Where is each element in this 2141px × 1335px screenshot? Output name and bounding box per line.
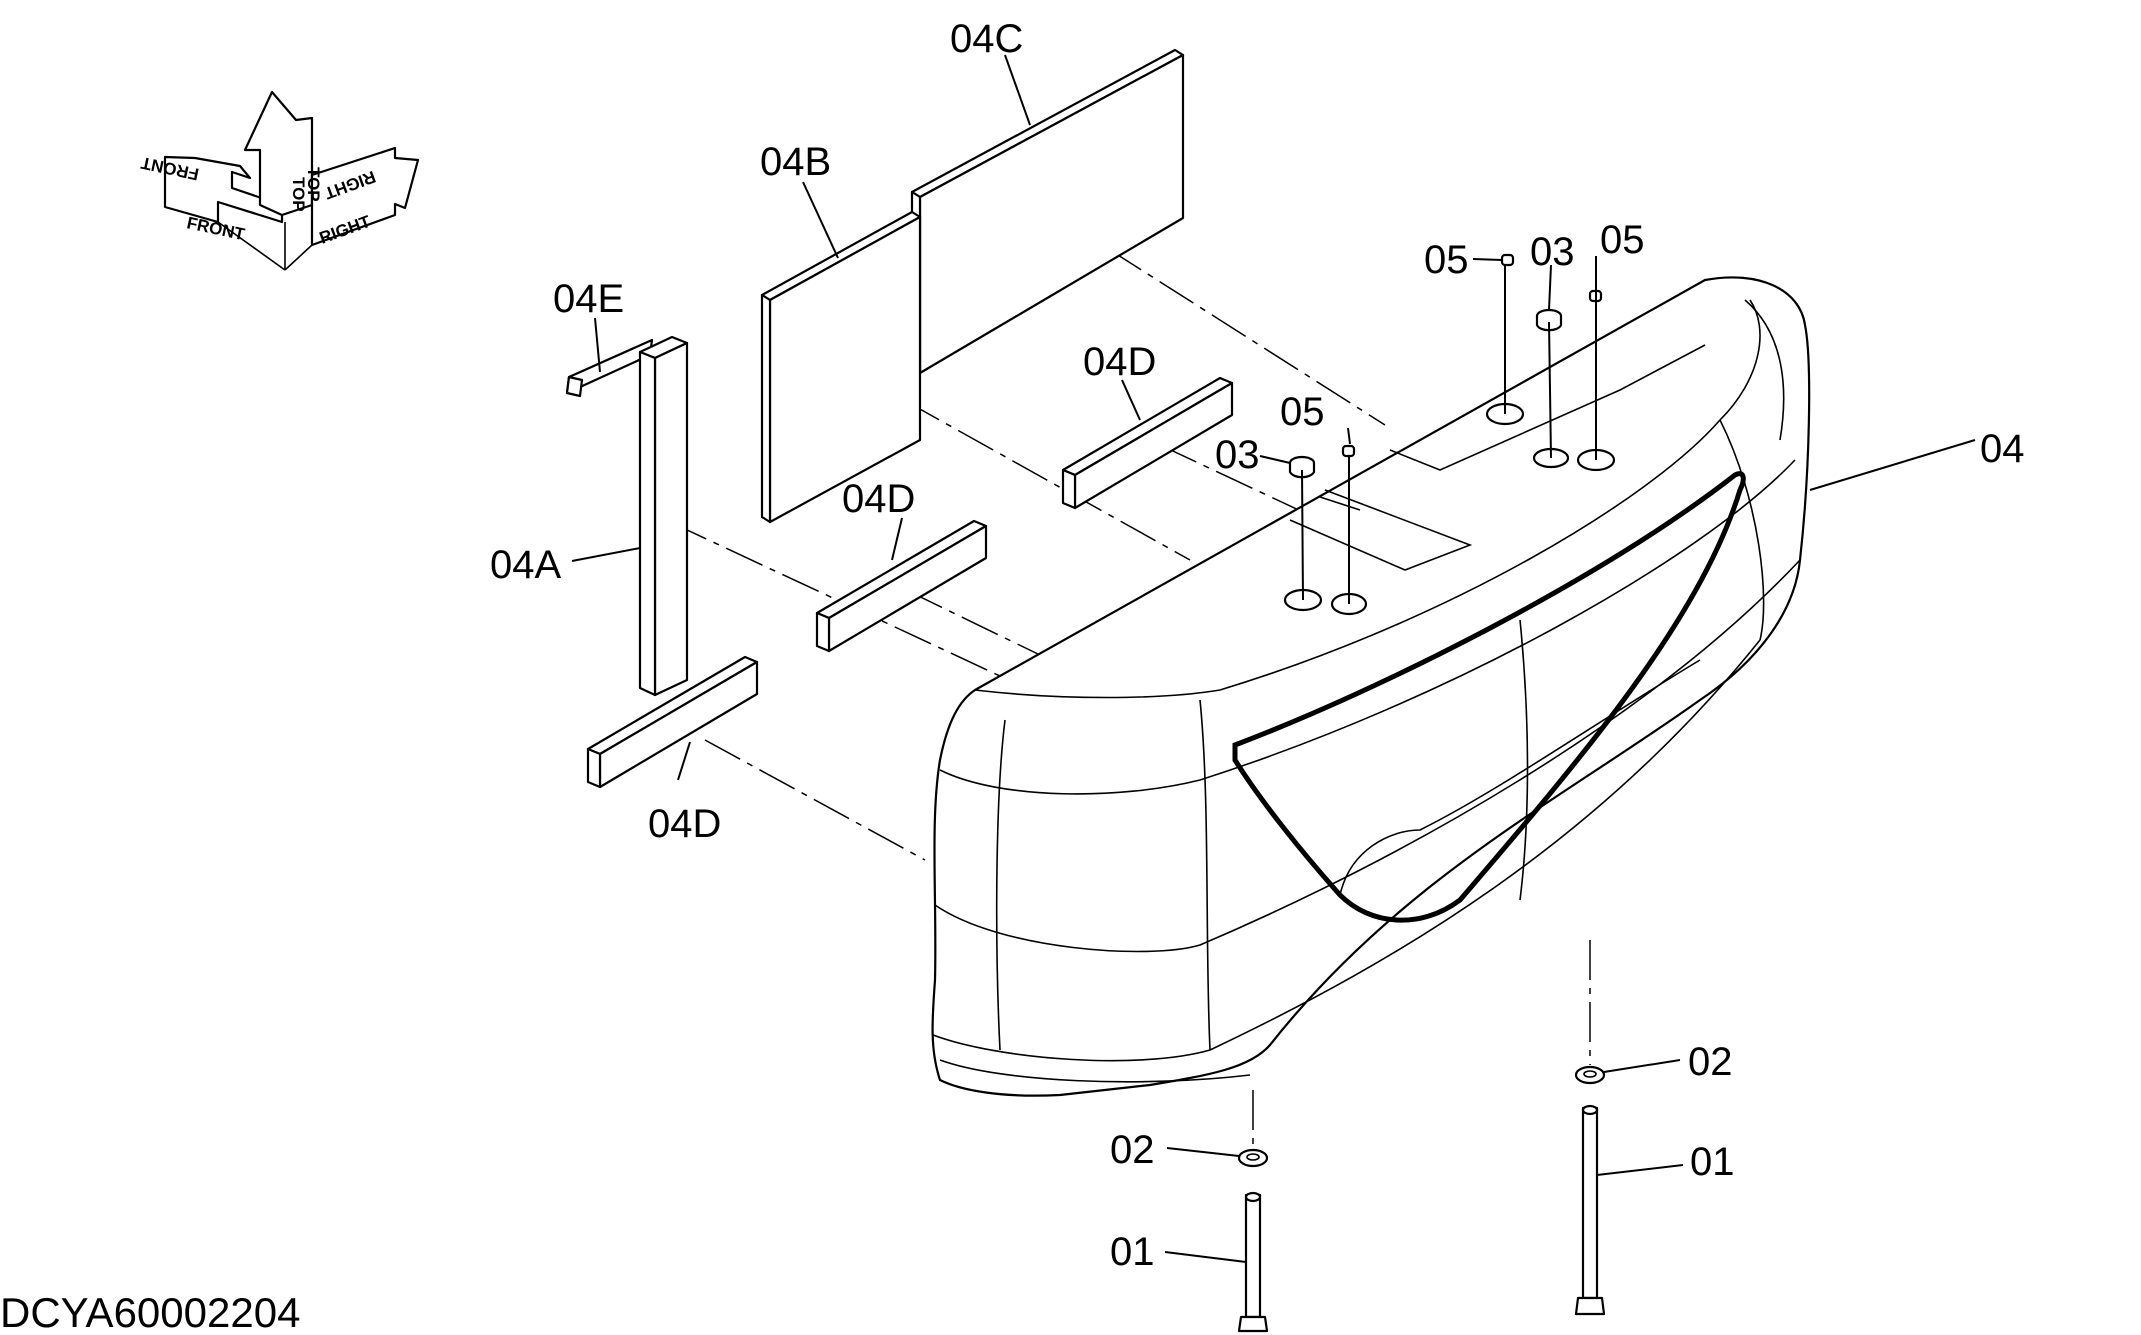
bolt-01-left — [1237, 1191, 1269, 1333]
block-04D-top — [1061, 376, 1234, 510]
callout-02-left: 02 — [1110, 1128, 1155, 1172]
callout-05-left: 05 — [1424, 238, 1469, 282]
callout-04D-top: 04D — [1083, 340, 1156, 384]
callout-05-mid: 05 — [1280, 390, 1325, 434]
plug-05-mid — [1341, 444, 1356, 458]
callout-04: 04 — [1980, 427, 2025, 471]
washer-02-left — [1237, 1148, 1269, 1168]
callout-04D-bottom: 04D — [648, 802, 721, 846]
callout-04D-mid: 04D — [842, 477, 915, 521]
callout-04E: 04E — [553, 277, 624, 321]
document-id: DCYA60002204 — [0, 1289, 300, 1335]
callout-04C: 04C — [950, 17, 1023, 61]
counterweight-04 — [931, 276, 1811, 1097]
block-04D-bottom — [586, 655, 759, 789]
callout-01-right: 01 — [1690, 1140, 1735, 1184]
plate-04C — [910, 48, 1185, 375]
callout-04A: 04A — [490, 543, 561, 587]
post-04A-04E — [565, 335, 689, 697]
block-04D-mid — [815, 519, 988, 653]
washer-02-right — [1574, 1065, 1606, 1085]
callout-03-mid: 03 — [1215, 433, 1260, 477]
callout-04B: 04B — [760, 140, 831, 184]
callout-01-left: 01 — [1110, 1230, 1155, 1274]
callout-05-right: 05 — [1600, 218, 1645, 262]
orientation-top-label: TOP — [289, 177, 308, 212]
leader-lines — [571, 54, 1976, 1263]
plug-05-left — [1500, 253, 1515, 267]
orientation-top-label-mirrored: TOP — [304, 167, 323, 202]
callout-02-right: 02 — [1688, 1040, 1733, 1084]
plate-04B — [760, 210, 922, 524]
callout-03-top: 03 — [1530, 230, 1575, 274]
orientation-arrows-icon: FRONT FRONT TOP TOP RIGHT RIGHT — [139, 90, 420, 271]
bolt-01-right — [1574, 1104, 1606, 1316]
